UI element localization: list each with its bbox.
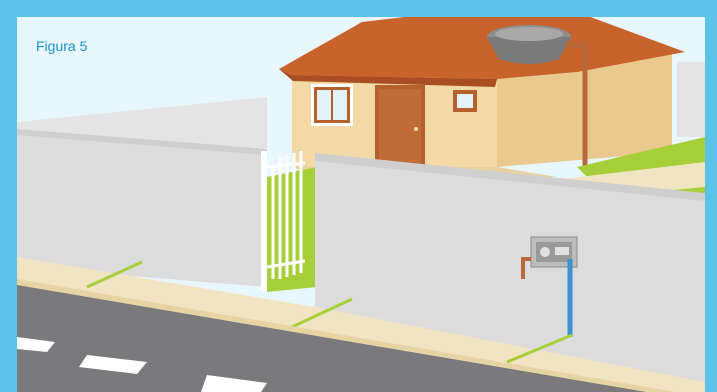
figure-label: Figura 5	[36, 38, 87, 54]
window-left-pane-2	[333, 90, 347, 120]
illustration-scene	[17, 17, 705, 392]
house	[279, 17, 685, 179]
door-knob	[414, 127, 418, 131]
window-right-pane	[457, 94, 473, 108]
window-left-pane-1	[317, 90, 331, 120]
water-tank-icon	[487, 25, 571, 64]
door-panel	[379, 89, 421, 163]
back-wall-right	[677, 62, 705, 137]
house-water-illustration	[17, 17, 705, 392]
